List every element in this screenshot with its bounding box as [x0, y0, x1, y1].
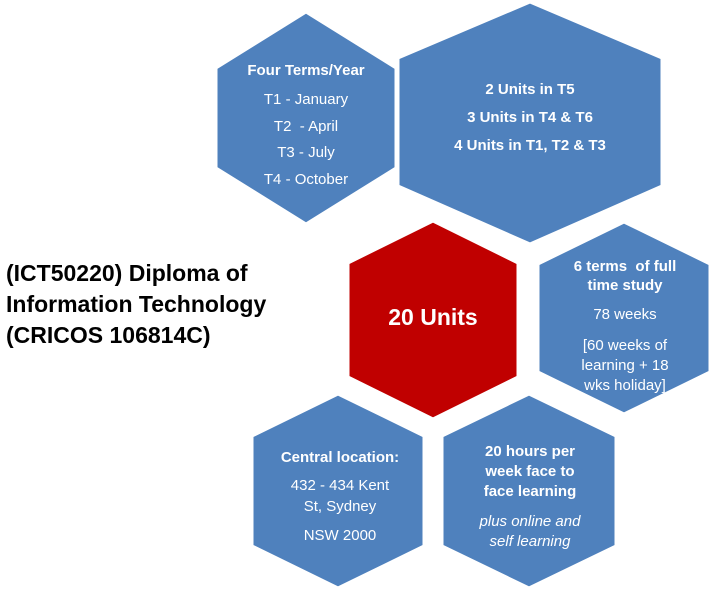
duration-text: 6 terms of full time study 78 weeks [60 … [540, 257, 710, 396]
terms-text: Four Terms/Year T1 - January T2 - April … [218, 62, 394, 193]
duration-note: wks holiday] [584, 377, 666, 394]
hours-heading: week face to [485, 463, 575, 480]
title-line: (CRICOS 106814C) [6, 322, 211, 348]
title-line: (ICT50220) Diploma of [6, 260, 248, 286]
hours-text: 20 hours per week face to face learning … [446, 442, 614, 552]
hours-subtext: plus online and [479, 513, 581, 530]
hours-heading: face learning [483, 483, 577, 500]
term-item: T3 - July [277, 144, 335, 161]
hex-center-units [346, 219, 520, 421]
duration-heading: 6 terms of full [573, 258, 677, 275]
location-address: St, Sydney [303, 498, 377, 515]
duration-weeks: 78 weeks [593, 306, 657, 323]
term-item: T4 - October [263, 170, 349, 188]
term-item: T2 - April [273, 117, 339, 135]
terms-heading: Four Terms/Year [247, 62, 365, 79]
hours-heading: 20 hours per [484, 443, 576, 460]
hex-duration [536, 220, 712, 416]
location-postcode: NSW 2000 [303, 527, 377, 544]
location-heading: Central location: [280, 449, 400, 466]
units-line: 2 Units in T5 [485, 81, 575, 98]
duration-note: learning + 18 [581, 357, 669, 374]
center-units-label: 20 Units [388, 304, 478, 330]
units-per-term-text: 2 Units in T5 3 Units in T4 & T6 4 Units… [400, 76, 660, 160]
units-line: 3 Units in T4 & T6 [467, 109, 593, 126]
hex-units-per-term [396, 0, 664, 246]
diploma-title: (ICT50220) Diploma of Information Techno… [6, 258, 306, 351]
duration-heading: time study [587, 277, 663, 294]
hex-hours [440, 392, 618, 590]
hex-location [250, 392, 426, 590]
location-address: 432 - 434 Kent [290, 477, 390, 494]
hex-terms [214, 10, 398, 226]
hours-subtext: self learning [489, 533, 571, 550]
location-text: Central location: 432 - 434 Kent St, Syd… [256, 447, 424, 546]
title-line: Information Technology [6, 291, 267, 317]
units-line: 4 Units in T1, T2 & T3 [454, 137, 606, 154]
duration-note: [60 weeks of [582, 337, 668, 354]
term-item: T1 - January [263, 91, 349, 108]
